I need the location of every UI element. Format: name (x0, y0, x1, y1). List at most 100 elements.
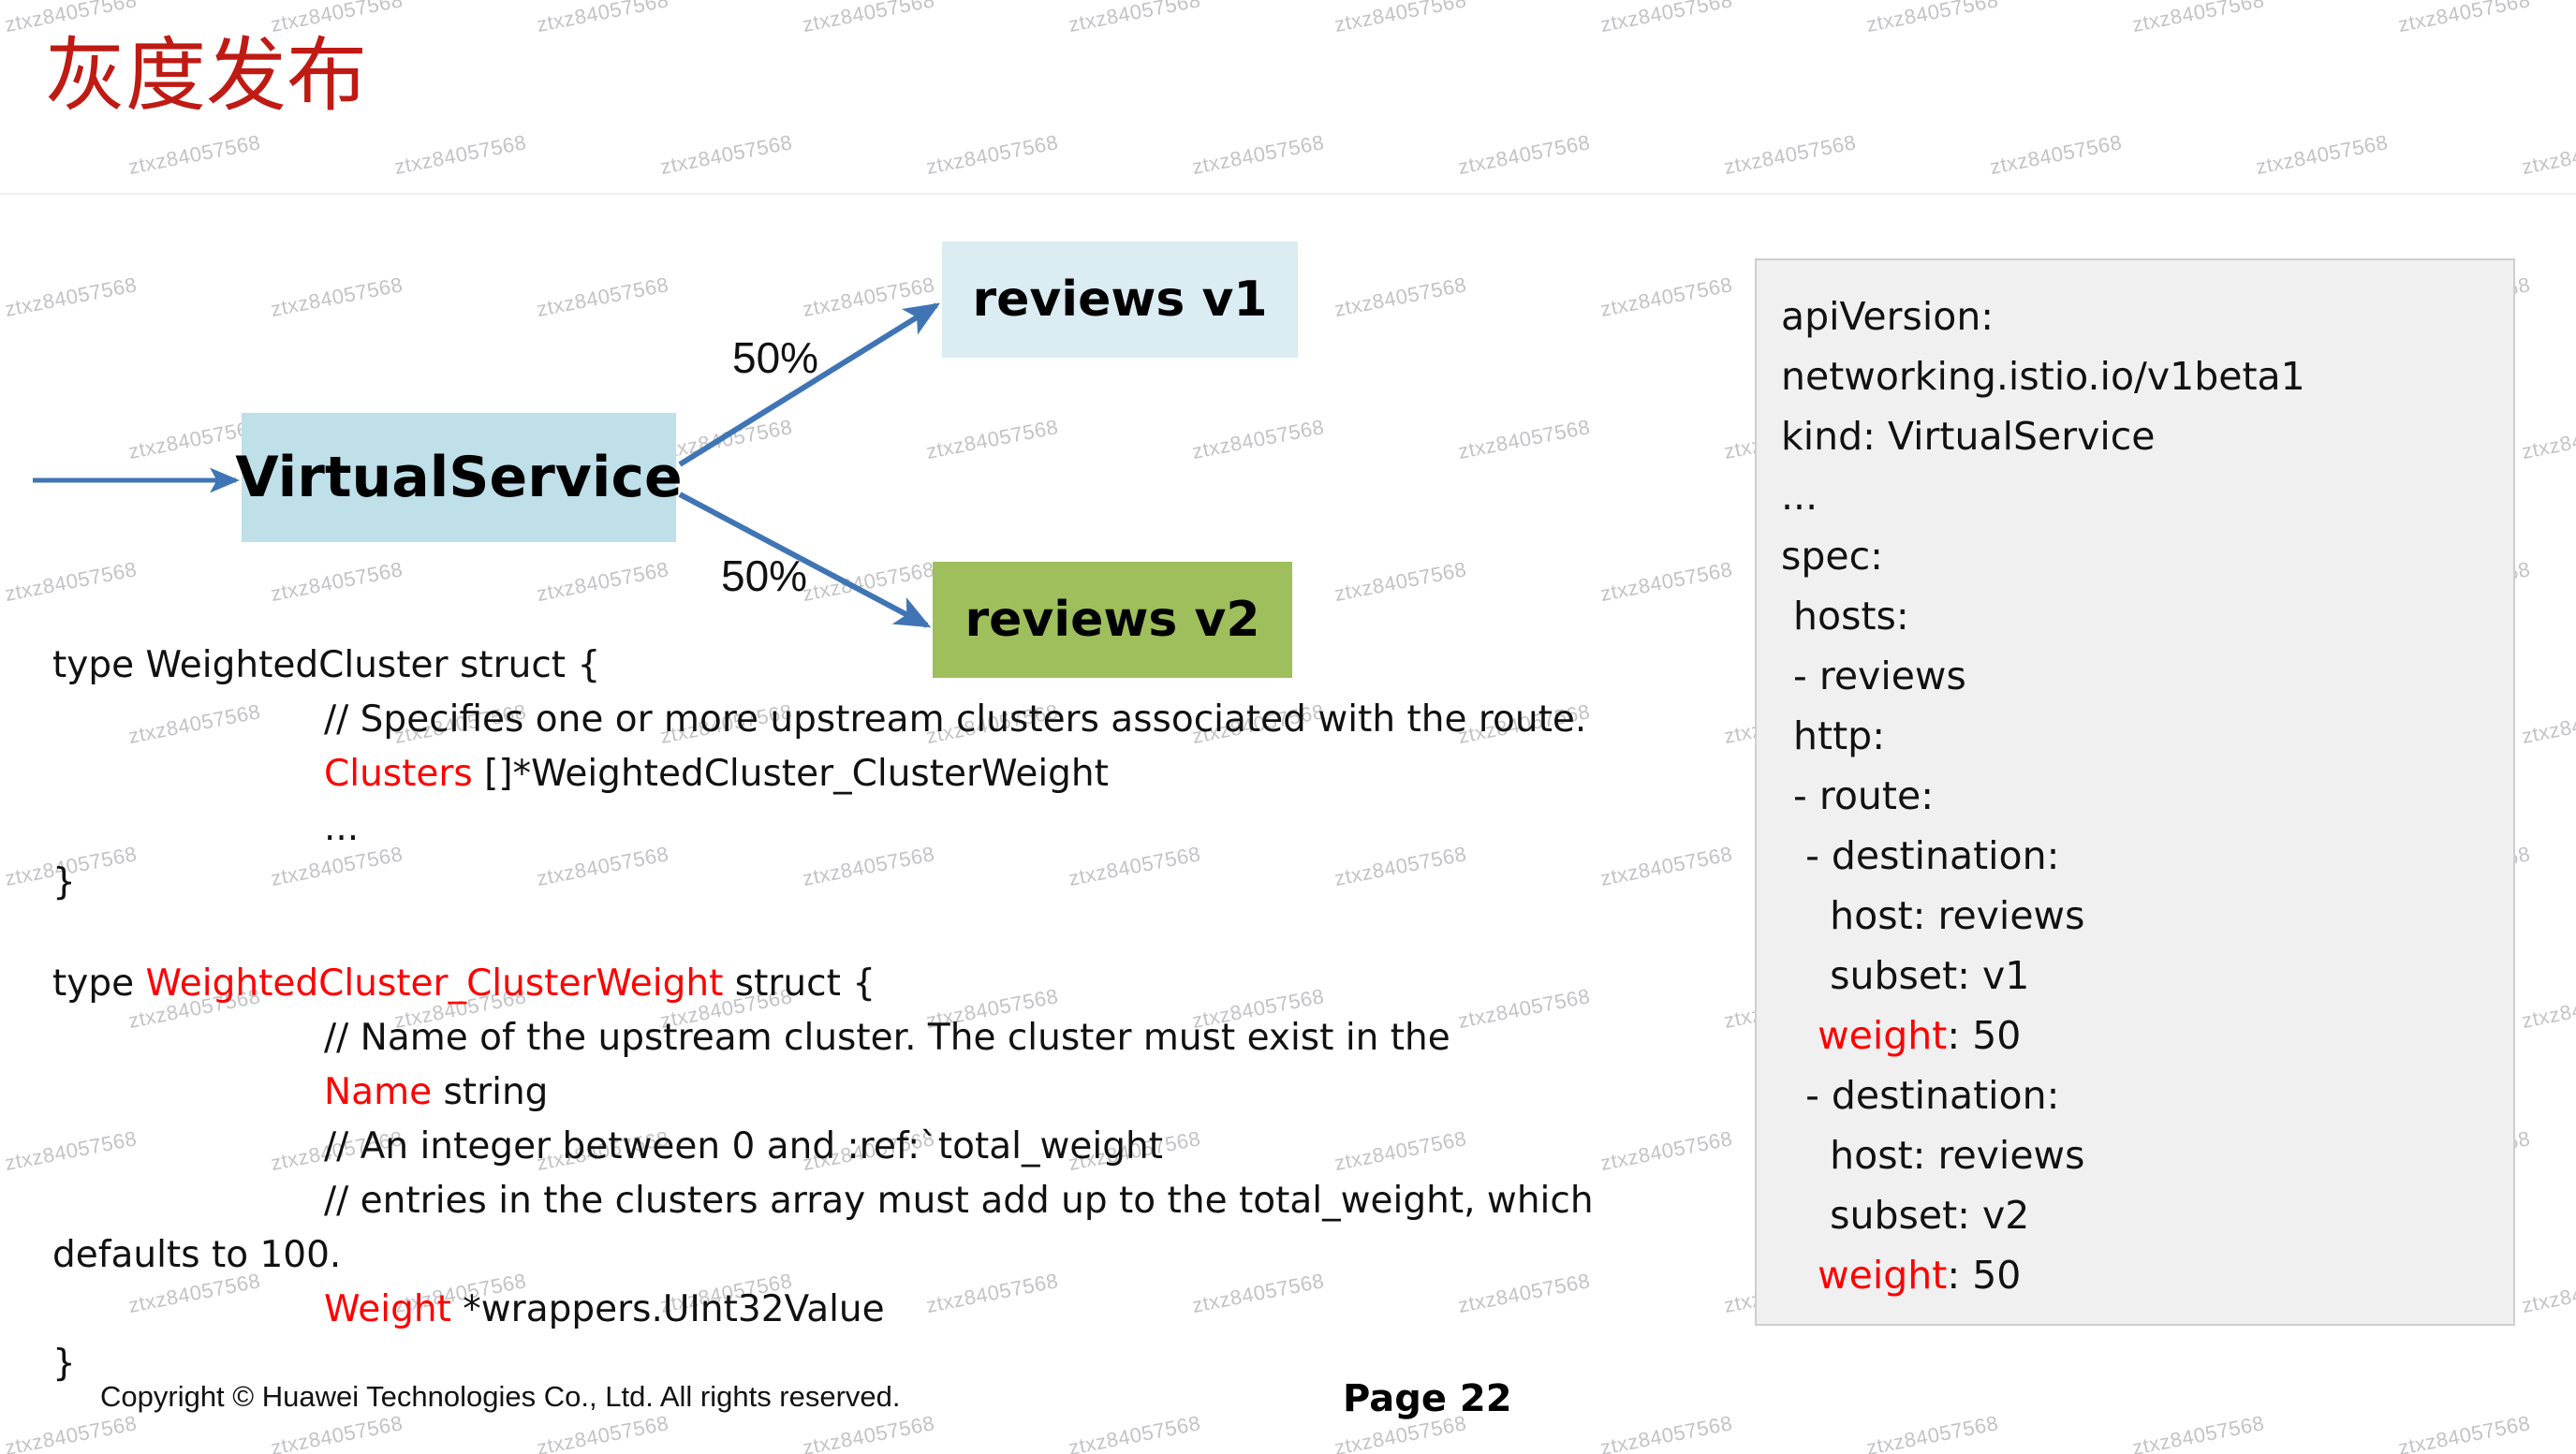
code-token: struct { (723, 962, 876, 1005)
yaml-line: kind: VirtualService (1781, 406, 2489, 466)
arrow-to-reviews-v2 (678, 492, 932, 628)
code-line: // An integer between 0 and :ref:`total_… (52, 1120, 1738, 1174)
code-line: type WeightedCluster struct { (52, 639, 1738, 693)
yaml-line: weight: 50 (1781, 1245, 2489, 1305)
yaml-token: - destination: (1781, 1073, 2060, 1118)
code-token-highlight: WeightedCluster_ClusterWeight (145, 962, 724, 1005)
yaml-line: ... (1781, 466, 2489, 526)
code-line: Weight *wrappers.UInt32Value (52, 1283, 1738, 1337)
code-token: // Name of the upstream cluster. The clu… (324, 1017, 1450, 1059)
yaml-token-highlight: weight (1781, 1013, 1948, 1058)
yaml-token: - route: (1781, 773, 1935, 818)
yaml-token: http: (1781, 713, 1886, 758)
yaml-line: hosts: (1781, 586, 2489, 646)
code-token: type WeightedCluster struct { (52, 644, 601, 686)
yaml-token: host: reviews (1781, 1133, 2085, 1178)
title-divider (0, 193, 2576, 195)
watermark-label: ztxz84057568 (1598, 1411, 1735, 1454)
node-reviews-v1[interactable]: reviews v1 (942, 242, 1298, 358)
node-reviews-v2[interactable]: reviews v2 (933, 562, 1292, 678)
watermark-label: ztxz84057568 (269, 1411, 405, 1454)
yaml-token: spec: (1781, 534, 1883, 579)
watermark-label: ztxz84057568 (2396, 1411, 2533, 1454)
code-line: // entries in the clusters array must ad… (52, 1174, 1738, 1283)
yaml-token-highlight: weight (1781, 1253, 1948, 1298)
code-line: Clusters []*WeightedCluster_ClusterWeigh… (52, 747, 1738, 801)
yaml-token: ... (1781, 474, 1818, 519)
code-token-highlight: Name (324, 1071, 433, 1113)
footer-copyright: Copyright © Huawei Technologies Co., Ltd… (100, 1380, 901, 1413)
page-title: 灰度发布 (45, 29, 367, 123)
yaml-line: subset: v2 (1781, 1185, 2489, 1245)
yaml-line: subset: v1 (1781, 946, 2489, 1006)
code-line: type WeightedCluster_ClusterWeight struc… (52, 957, 1738, 1011)
code-token: ... (324, 807, 360, 849)
go-code-block: type WeightedCluster struct { // Specifie… (52, 639, 1738, 1391)
watermark-label: ztxz84057568 (2130, 0, 2267, 37)
watermark-label: ztxz84057568 (801, 1411, 937, 1454)
watermark-label: ztxz84057568 (2520, 699, 2576, 749)
yaml-token: subset: v2 (1781, 1193, 2030, 1238)
yaml-token: : 50 (1947, 1013, 2022, 1058)
edge-weight-label-v1: 50% (732, 333, 819, 382)
edge-weight-label-v2: 50% (721, 551, 808, 600)
yaml-token: networking.istio.io/v1beta1 (1781, 354, 2305, 399)
yaml-line: - route: (1781, 766, 2489, 826)
code-line: // Name of the upstream cluster. The clu… (52, 1011, 1738, 1065)
yaml-line: http: (1781, 706, 2489, 766)
watermark-label: ztxz84057568 (2520, 130, 2576, 180)
code-token-highlight: Clusters (324, 753, 473, 795)
watermark-label: ztxz84057568 (1864, 1411, 2001, 1454)
yaml-line: apiVersion: (1781, 286, 2489, 346)
yaml-line: host: reviews (1781, 1125, 2489, 1185)
node-virtualservice[interactable]: VirtualService (235, 413, 683, 542)
watermark-label: ztxz84057568 (535, 1411, 671, 1454)
code-token: *wrappers.UInt32Value (450, 1288, 885, 1330)
watermark-label: ztxz84057568 (1067, 1411, 1203, 1454)
yaml-token: : 50 (1947, 1253, 2022, 1298)
code-line: // Specifies one or more upstream cluste… (52, 693, 1738, 747)
watermark-label: ztxz84057568 (1722, 130, 1859, 180)
code-token: // Specifies one or more upstream cluste… (324, 698, 1587, 741)
code-token: // An integer between 0 and :ref:`total_… (324, 1125, 1163, 1168)
yaml-line: - destination: (1781, 826, 2489, 886)
traffic-split-diagram: VirtualService reviews v1 reviews v2 50%… (0, 0, 1742, 730)
yaml-token: kind: VirtualService (1781, 414, 2156, 459)
watermark-label: ztxz84057568 (2396, 0, 2533, 37)
code-token: type (52, 962, 146, 1005)
watermark-label: ztxz84057568 (2254, 130, 2391, 180)
watermark-label: ztxz84057568 (2520, 415, 2576, 464)
code-token: // entries in the clusters array must ad… (52, 1180, 1605, 1276)
watermark-label: ztxz84057568 (1988, 130, 2125, 180)
yaml-line: networking.istio.io/v1beta1 (1781, 346, 2489, 406)
virtualservice-yaml-panel: apiVersion: networking.istio.io/v1beta1 ki… (1755, 258, 2515, 1326)
yaml-token: apiVersion: (1781, 294, 1995, 339)
code-token: } (52, 1343, 76, 1385)
footer-page-number: Page 22 (1343, 1377, 1512, 1420)
watermark-label: ztxz84057568 (3, 1411, 140, 1454)
watermark-label: ztxz84057568 (1864, 0, 2001, 37)
yaml-line: - destination: (1781, 1065, 2489, 1125)
yaml-token: - reviews (1781, 654, 1966, 698)
watermark-label: ztxz84057568 (2130, 1411, 2267, 1454)
code-line: } (52, 1337, 1738, 1391)
code-token: []*WeightedCluster_ClusterWeight (472, 753, 1109, 795)
yaml-token: subset: v1 (1781, 953, 2030, 998)
diagram-arrows (33, 302, 941, 628)
code-token: } (52, 861, 76, 903)
code-line: ... (52, 801, 1738, 856)
yaml-line: host: reviews (1781, 886, 2489, 946)
code-line (52, 910, 1738, 957)
yaml-token: host: reviews (1781, 893, 2085, 938)
yaml-token: - destination: (1781, 833, 2060, 878)
code-line: } (52, 856, 1738, 910)
yaml-line: spec: (1781, 526, 2489, 586)
code-token-highlight: Weight (324, 1288, 451, 1330)
watermark-label: ztxz84057568 (2520, 1269, 2576, 1318)
code-token: string (432, 1071, 549, 1113)
arrow-to-reviews-v1 (678, 302, 941, 467)
code-line: Name string (52, 1065, 1738, 1120)
yaml-line: - reviews (1781, 646, 2489, 706)
yaml-token: hosts: (1781, 594, 1909, 639)
watermark-label: ztxz84057568 (2520, 984, 2576, 1034)
